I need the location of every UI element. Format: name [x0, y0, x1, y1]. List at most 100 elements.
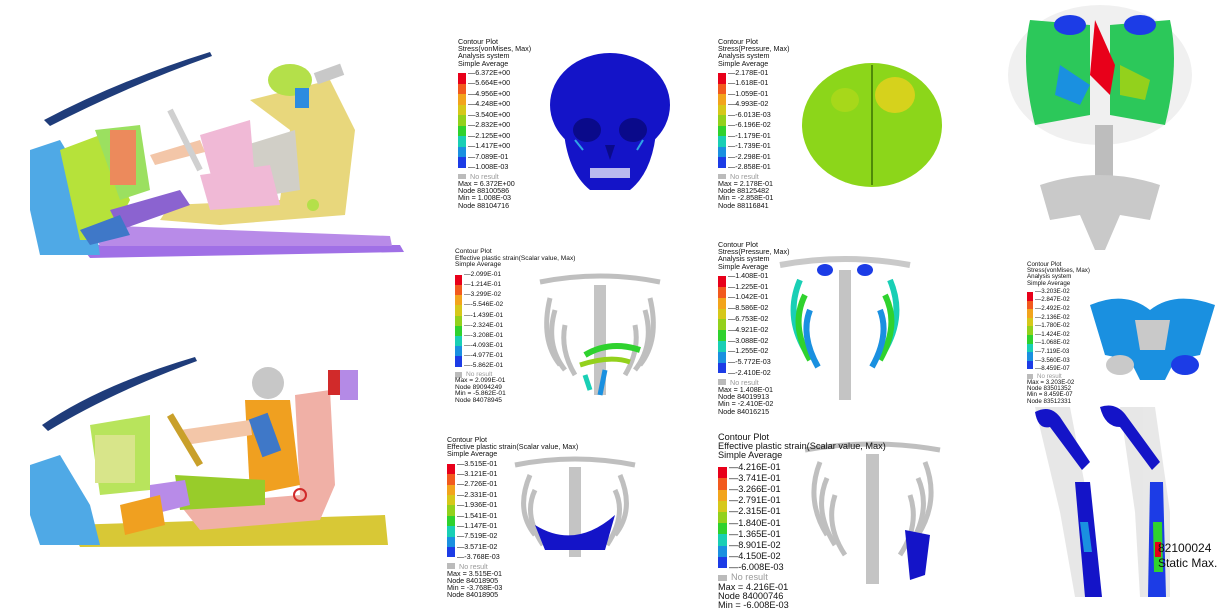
legend-footer-line: Max = 2.178E-01: [718, 179, 773, 189]
legend-color-swatch: [718, 73, 726, 84]
legend-value: —1.417E+00: [468, 141, 511, 151]
femur-contour: [1035, 405, 1170, 597]
legend-value: —-2.324E-01: [464, 321, 504, 329]
legend-value: —7.089E-01: [468, 151, 509, 161]
legend-color-swatch: [718, 534, 727, 546]
legend-value: —1.408E-01: [728, 270, 769, 280]
legend-value: —2.492E-02: [1035, 305, 1070, 312]
legend-value: —1.365E-01: [729, 528, 781, 539]
legend-value: —-6.196E-02: [728, 120, 771, 130]
no-result-swatch: [718, 173, 726, 180]
legend-value: —3.741E-01: [729, 472, 781, 483]
legend-header-line: Analysis system: [1027, 273, 1072, 281]
legend-value: —1.541E-01: [457, 510, 498, 520]
legend-scale: —3.203E-02—2.847E-02—2.492E-02—2.136E-02…: [1027, 288, 1090, 374]
legend-no-result: No result: [458, 173, 531, 180]
legend-color-swatch: [447, 536, 455, 547]
legend-header-line: Stress(vonMises, Max): [458, 44, 532, 54]
legend-value: —3.266E-01: [729, 483, 781, 494]
legend-value: —8.459E-07: [1035, 365, 1070, 373]
legend-header-line: Contour Plot: [718, 240, 758, 249]
legend-color-swatch: [718, 319, 726, 331]
legend-values: —6.372E+00—5.664E+00—4.956E+00—4.248E+00…: [468, 68, 510, 173]
legend-value: —1.042E-01: [728, 292, 769, 302]
legend-color-swatch: [718, 276, 726, 287]
legend-no-result: No result: [447, 562, 578, 570]
legend-header-line: Contour Plot: [447, 435, 487, 444]
legend-color-swatch: [455, 315, 462, 326]
legend-value: —4.150E-02: [729, 551, 781, 562]
legend-value: —-3.208E-01: [464, 331, 504, 339]
legend-footer-line: Node 84018905: [447, 575, 499, 585]
ribcage-contour-pressure: [779, 256, 911, 400]
legend-color-bar: [1027, 288, 1033, 374]
legend-value: —3.571E-02: [457, 541, 498, 551]
legend-header-line: Simple Average: [718, 58, 769, 68]
legend-color-swatch: [718, 489, 727, 501]
legend-value: —2.178E-01: [728, 67, 769, 77]
legend-value: —3.203E-02: [1035, 287, 1070, 295]
legend-footer-line: Node 88104716: [458, 200, 510, 210]
legend-header-line: Contour Plot: [1027, 261, 1062, 268]
legend-color-swatch: [1027, 309, 1033, 318]
legend-header-line: Stress(Pressure, Max): [718, 247, 790, 257]
legend-color-swatch: [718, 467, 727, 479]
legend-value: —2.832E+00: [468, 120, 511, 130]
legend-values: —3.515E-01—3.121E-01—2.726E-01—2.331E-01…: [457, 459, 500, 563]
legend-value: —6.372E+00: [468, 67, 511, 77]
legend-scale: —6.372E+00—5.664E+00—4.956E+00—4.248E+00…: [458, 68, 531, 173]
legend-color-swatch: [718, 308, 726, 320]
legend-color-swatch: [458, 146, 466, 158]
legend-footer-line: Max = 1.408E-01: [718, 384, 773, 394]
legend-color-swatch: [447, 546, 455, 558]
legend-footer-line: Node 84019913: [718, 392, 770, 402]
legend-footer-line: Node 88100586: [458, 186, 510, 196]
occupant-head: [252, 367, 284, 399]
no-result-swatch: [718, 379, 726, 386]
legend-no-result: No result: [1027, 373, 1090, 380]
legend-value: —7.519E-02: [457, 531, 498, 541]
legend-value: —-1.439E-01: [464, 311, 504, 319]
legend-color-swatch: [718, 362, 726, 374]
legend-value: —1.225E-01: [728, 281, 769, 291]
legend-footer-line: Max = 3.203E-02: [1027, 378, 1075, 386]
no-result-label: No result: [470, 171, 499, 181]
legend-footer-line: Min = 1.008E-03: [458, 193, 511, 203]
legend-value: —-4.093E-01: [464, 342, 504, 350]
legend-value: —8.901E-02: [729, 539, 781, 550]
legend-value: —-1.179E-01: [728, 130, 771, 140]
legend-value: —-6.013E-03: [728, 109, 771, 119]
legend-value: —3.560E-03: [1035, 356, 1070, 364]
no-result-swatch: [455, 372, 462, 378]
legend-footer-line: Min = 8.459E-07: [1027, 391, 1073, 399]
legend-no-result: No result: [718, 173, 790, 180]
legend-color-swatch: [718, 83, 726, 95]
legend-footer-line: Node 84016215: [718, 406, 770, 416]
legend-value: —1.780E-02: [1035, 322, 1070, 330]
no-result-label: No result: [466, 370, 493, 378]
legend-value: —2.315E-01: [729, 506, 781, 517]
legend-no-result: No result: [718, 573, 886, 582]
legend-value: —3.121E-01: [457, 469, 498, 478]
legend-value: —3.515E-01: [457, 458, 498, 468]
legend-color-swatch: [718, 523, 727, 535]
no-result-label: No result: [730, 377, 759, 387]
legend-values: —3.203E-02—2.847E-02—2.492E-02—2.136E-02…: [1035, 288, 1070, 374]
windshield: [42, 357, 197, 431]
legend-color-swatch: [718, 297, 726, 309]
legend-value: —1.255E-02: [728, 346, 769, 356]
legend-header-line: Effective plastic strain(Scalar value, M…: [455, 254, 576, 262]
legend-header-line: Effective plastic strain(Scalar value, M…: [718, 441, 886, 452]
legend-value: —1.068E-02: [1035, 339, 1070, 347]
legend-color-bar: [718, 68, 726, 173]
legend-color-swatch: [458, 125, 466, 137]
pelvis-contour: [1090, 298, 1215, 380]
